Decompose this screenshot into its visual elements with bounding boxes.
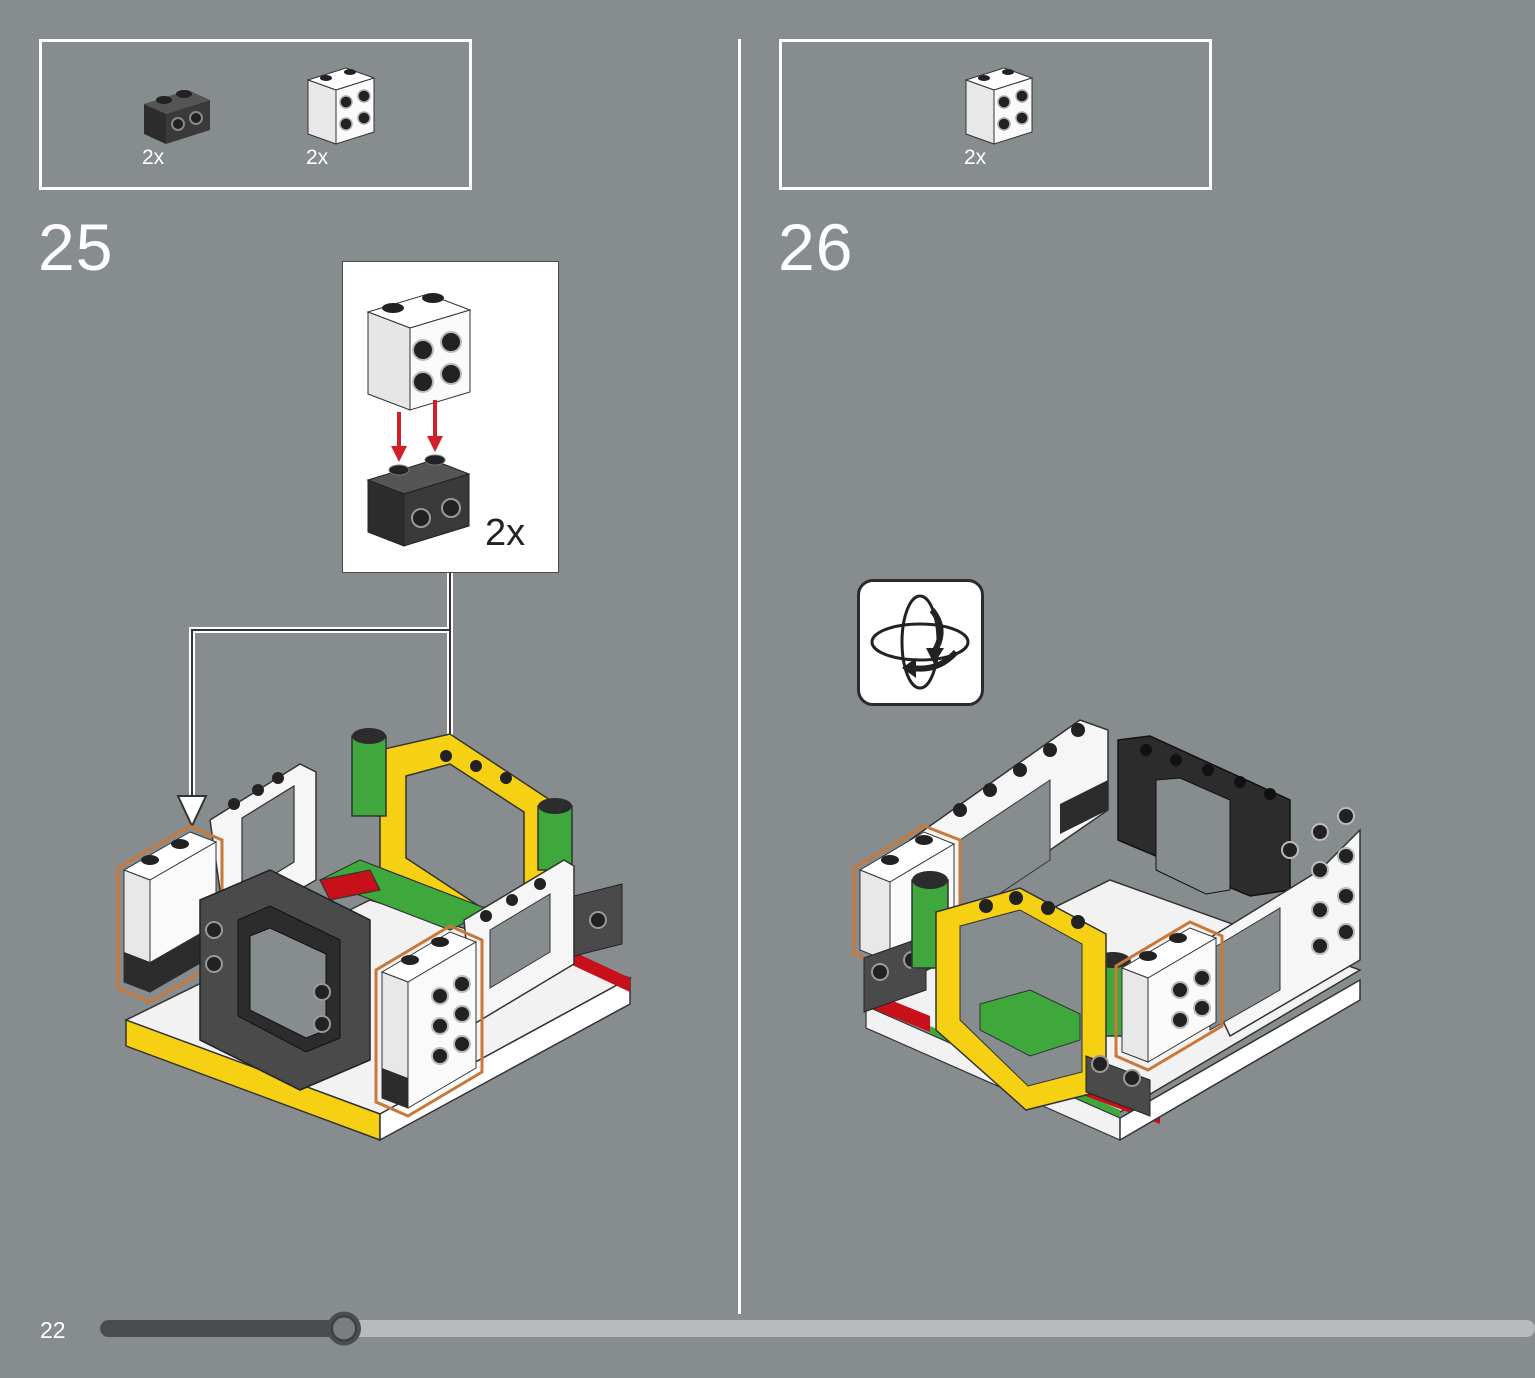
white-brick-part-icon (306, 67, 376, 145)
model-step-25 (116, 728, 632, 1142)
sub-assembly-diagram (366, 293, 472, 547)
model-step-26 (852, 719, 1362, 1142)
parts-list-step-25: 2x 2x (39, 39, 472, 190)
page-number: 22 (40, 1317, 66, 1343)
rotate-model-icon (857, 579, 984, 706)
progress-knob (327, 1311, 361, 1346)
callout-qty-label: 2x (485, 512, 526, 554)
parts-list-step-26: 2x (779, 39, 1212, 190)
step-number: 26 (778, 210, 854, 284)
rotate-arrows-icon (870, 594, 970, 690)
white-brick-part-icon (964, 67, 1034, 145)
part-qty-label: 2x (142, 146, 165, 169)
progress-bar (100, 1311, 1535, 1346)
part-qty-label: 2x (306, 146, 329, 169)
black-brick-part-icon (144, 90, 210, 144)
sub-assembly-callout: 2x (342, 261, 559, 573)
part-qty-label: 2x (964, 146, 987, 169)
page-divider (738, 39, 741, 1314)
step-number: 25 (38, 210, 114, 284)
